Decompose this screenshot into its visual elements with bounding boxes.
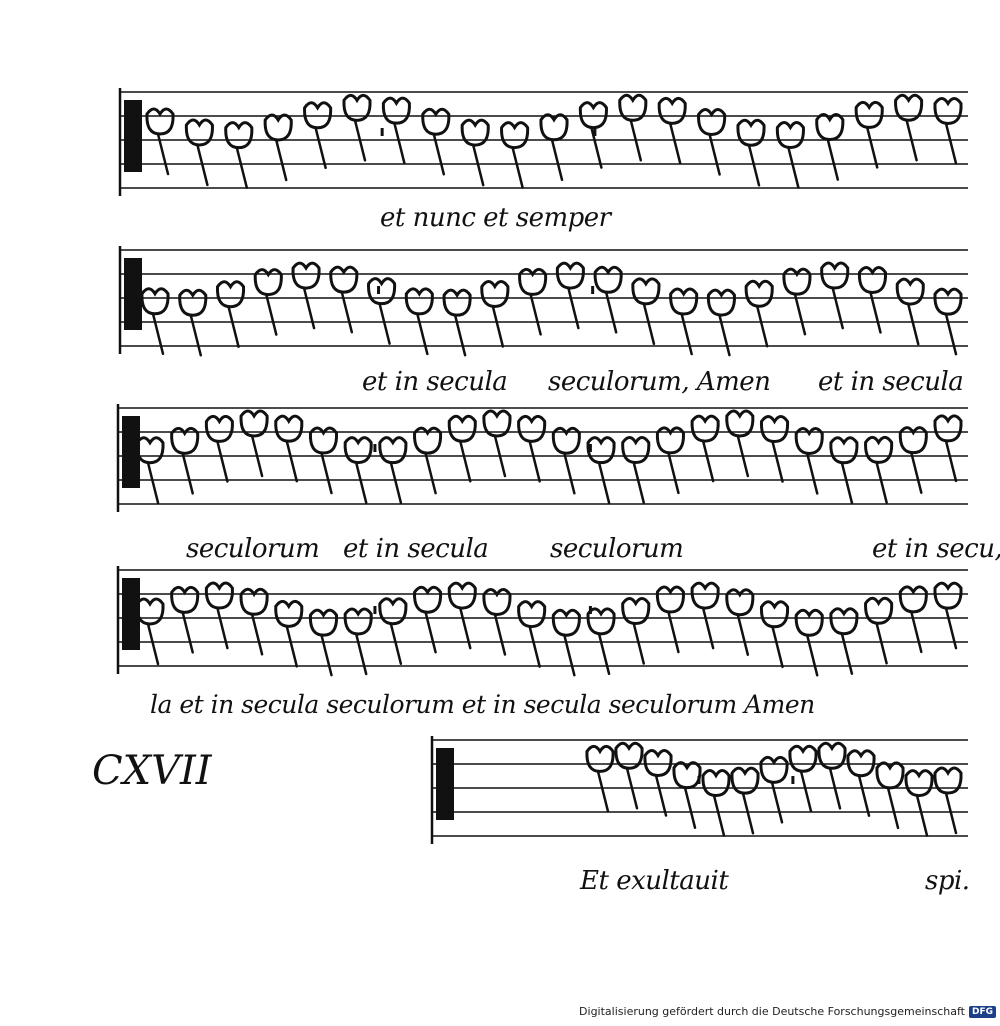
staff-system-1: [118, 88, 968, 196]
lyric-line-3c: seculorum: [550, 534, 684, 564]
lyric-line-2b: seculorum, Amen: [548, 367, 771, 397]
notes-system-2: [140, 261, 963, 357]
notes-system-3: [135, 409, 963, 505]
lyric-line-5b: spi.: [925, 866, 970, 896]
notes-system-4: [135, 581, 963, 677]
lyric-line-1: et nunc et semper: [380, 203, 611, 233]
lyric-line-3d: et in secu,: [872, 534, 1000, 564]
lyric-line-3a: seculorum: [186, 534, 320, 564]
lyric-line-5a: Et exultauit: [580, 866, 729, 896]
dfg-logo: DFG: [968, 1005, 996, 1018]
notes-system-1: [145, 93, 963, 189]
digitization-credit: Digitalisierung gefördert durch die Deut…: [579, 1005, 996, 1018]
folio-number: CXVII: [92, 748, 212, 794]
staff-system-5: [430, 736, 968, 844]
lyric-line-4: la et in secula seculorum et in secula s…: [150, 690, 815, 719]
staff-system-2: [118, 246, 968, 354]
lyric-line-3b: et in secula: [343, 534, 489, 564]
credit-text: Digitalisierung gefördert durch die Deut…: [579, 1005, 965, 1018]
notes-system-5: [585, 741, 963, 837]
lyric-line-2a: et in secula: [362, 367, 508, 397]
lyric-line-2c: et in secula: [818, 367, 964, 397]
